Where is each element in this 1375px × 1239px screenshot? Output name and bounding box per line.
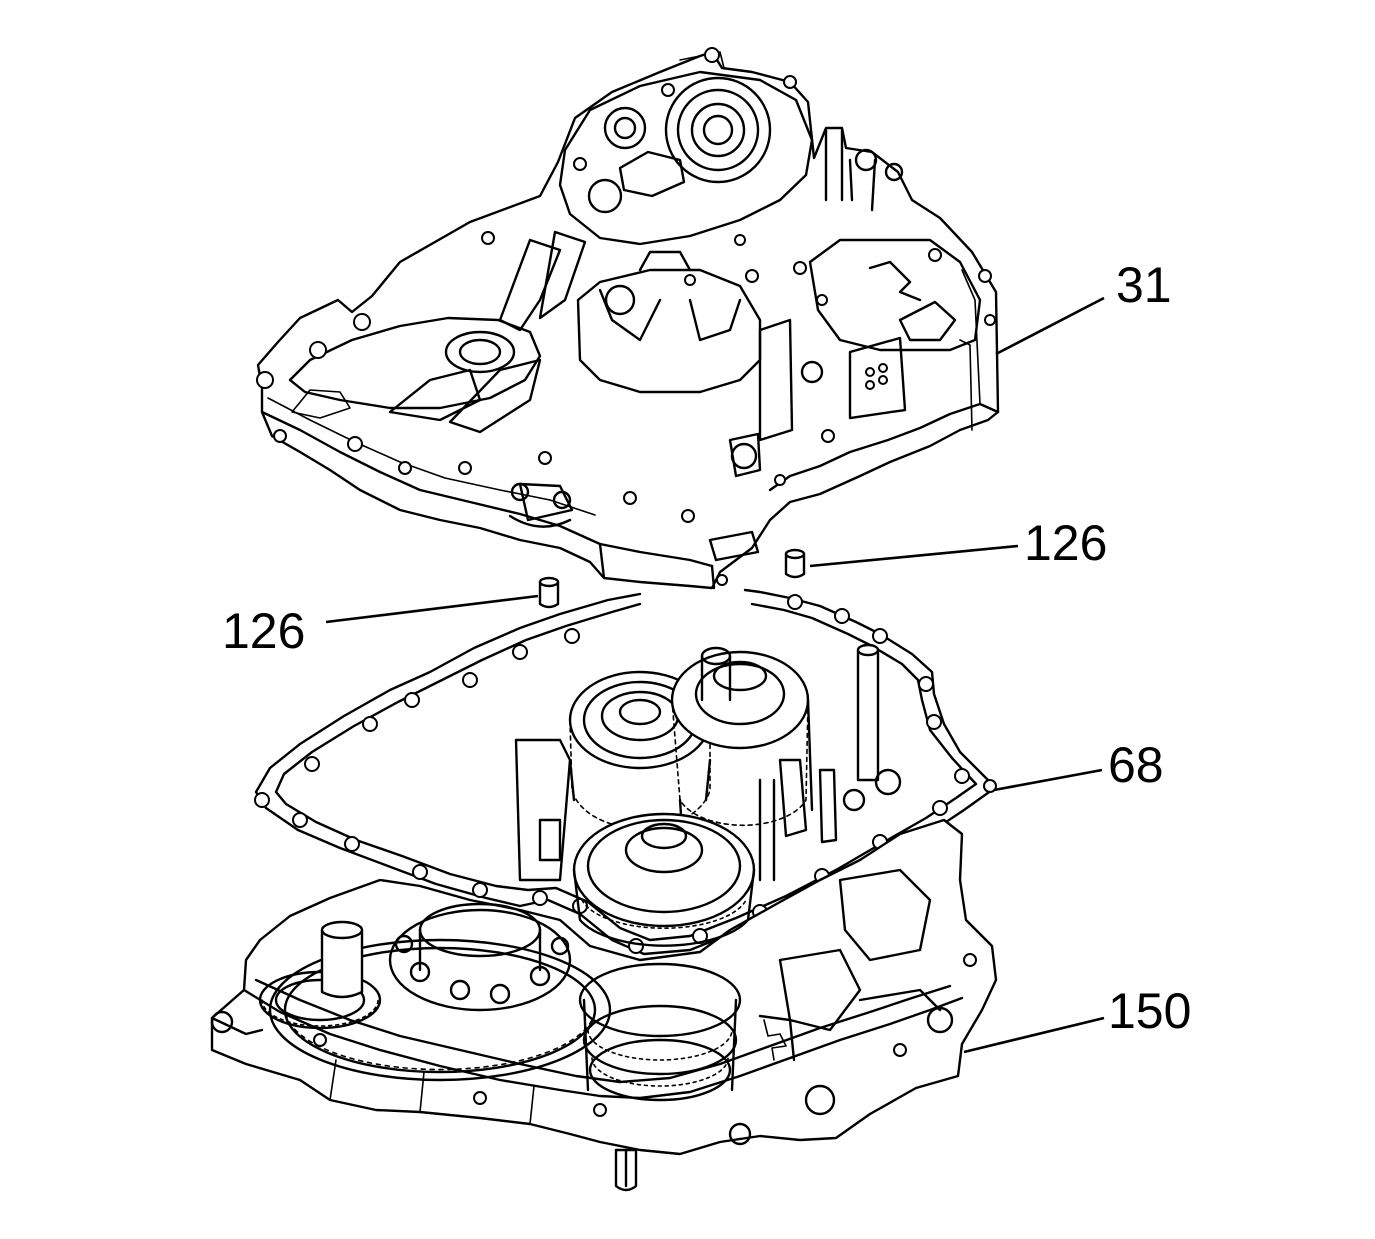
- case-cover-31: [256, 47, 1000, 590]
- callout-leaders: [325, 296, 1105, 1054]
- geartrain-assembly: [514, 643, 902, 947]
- callout-126-left: 126: [222, 603, 305, 659]
- callout-126-right: 126: [1024, 515, 1107, 571]
- transmission-case-150: [210, 818, 998, 1192]
- callout-150: 150: [1108, 983, 1191, 1039]
- callout-68: 68: [1108, 737, 1164, 793]
- callout-31: 31: [1116, 257, 1172, 313]
- dowel-pin-right: [784, 548, 806, 579]
- dowel-pin-left: [538, 576, 560, 609]
